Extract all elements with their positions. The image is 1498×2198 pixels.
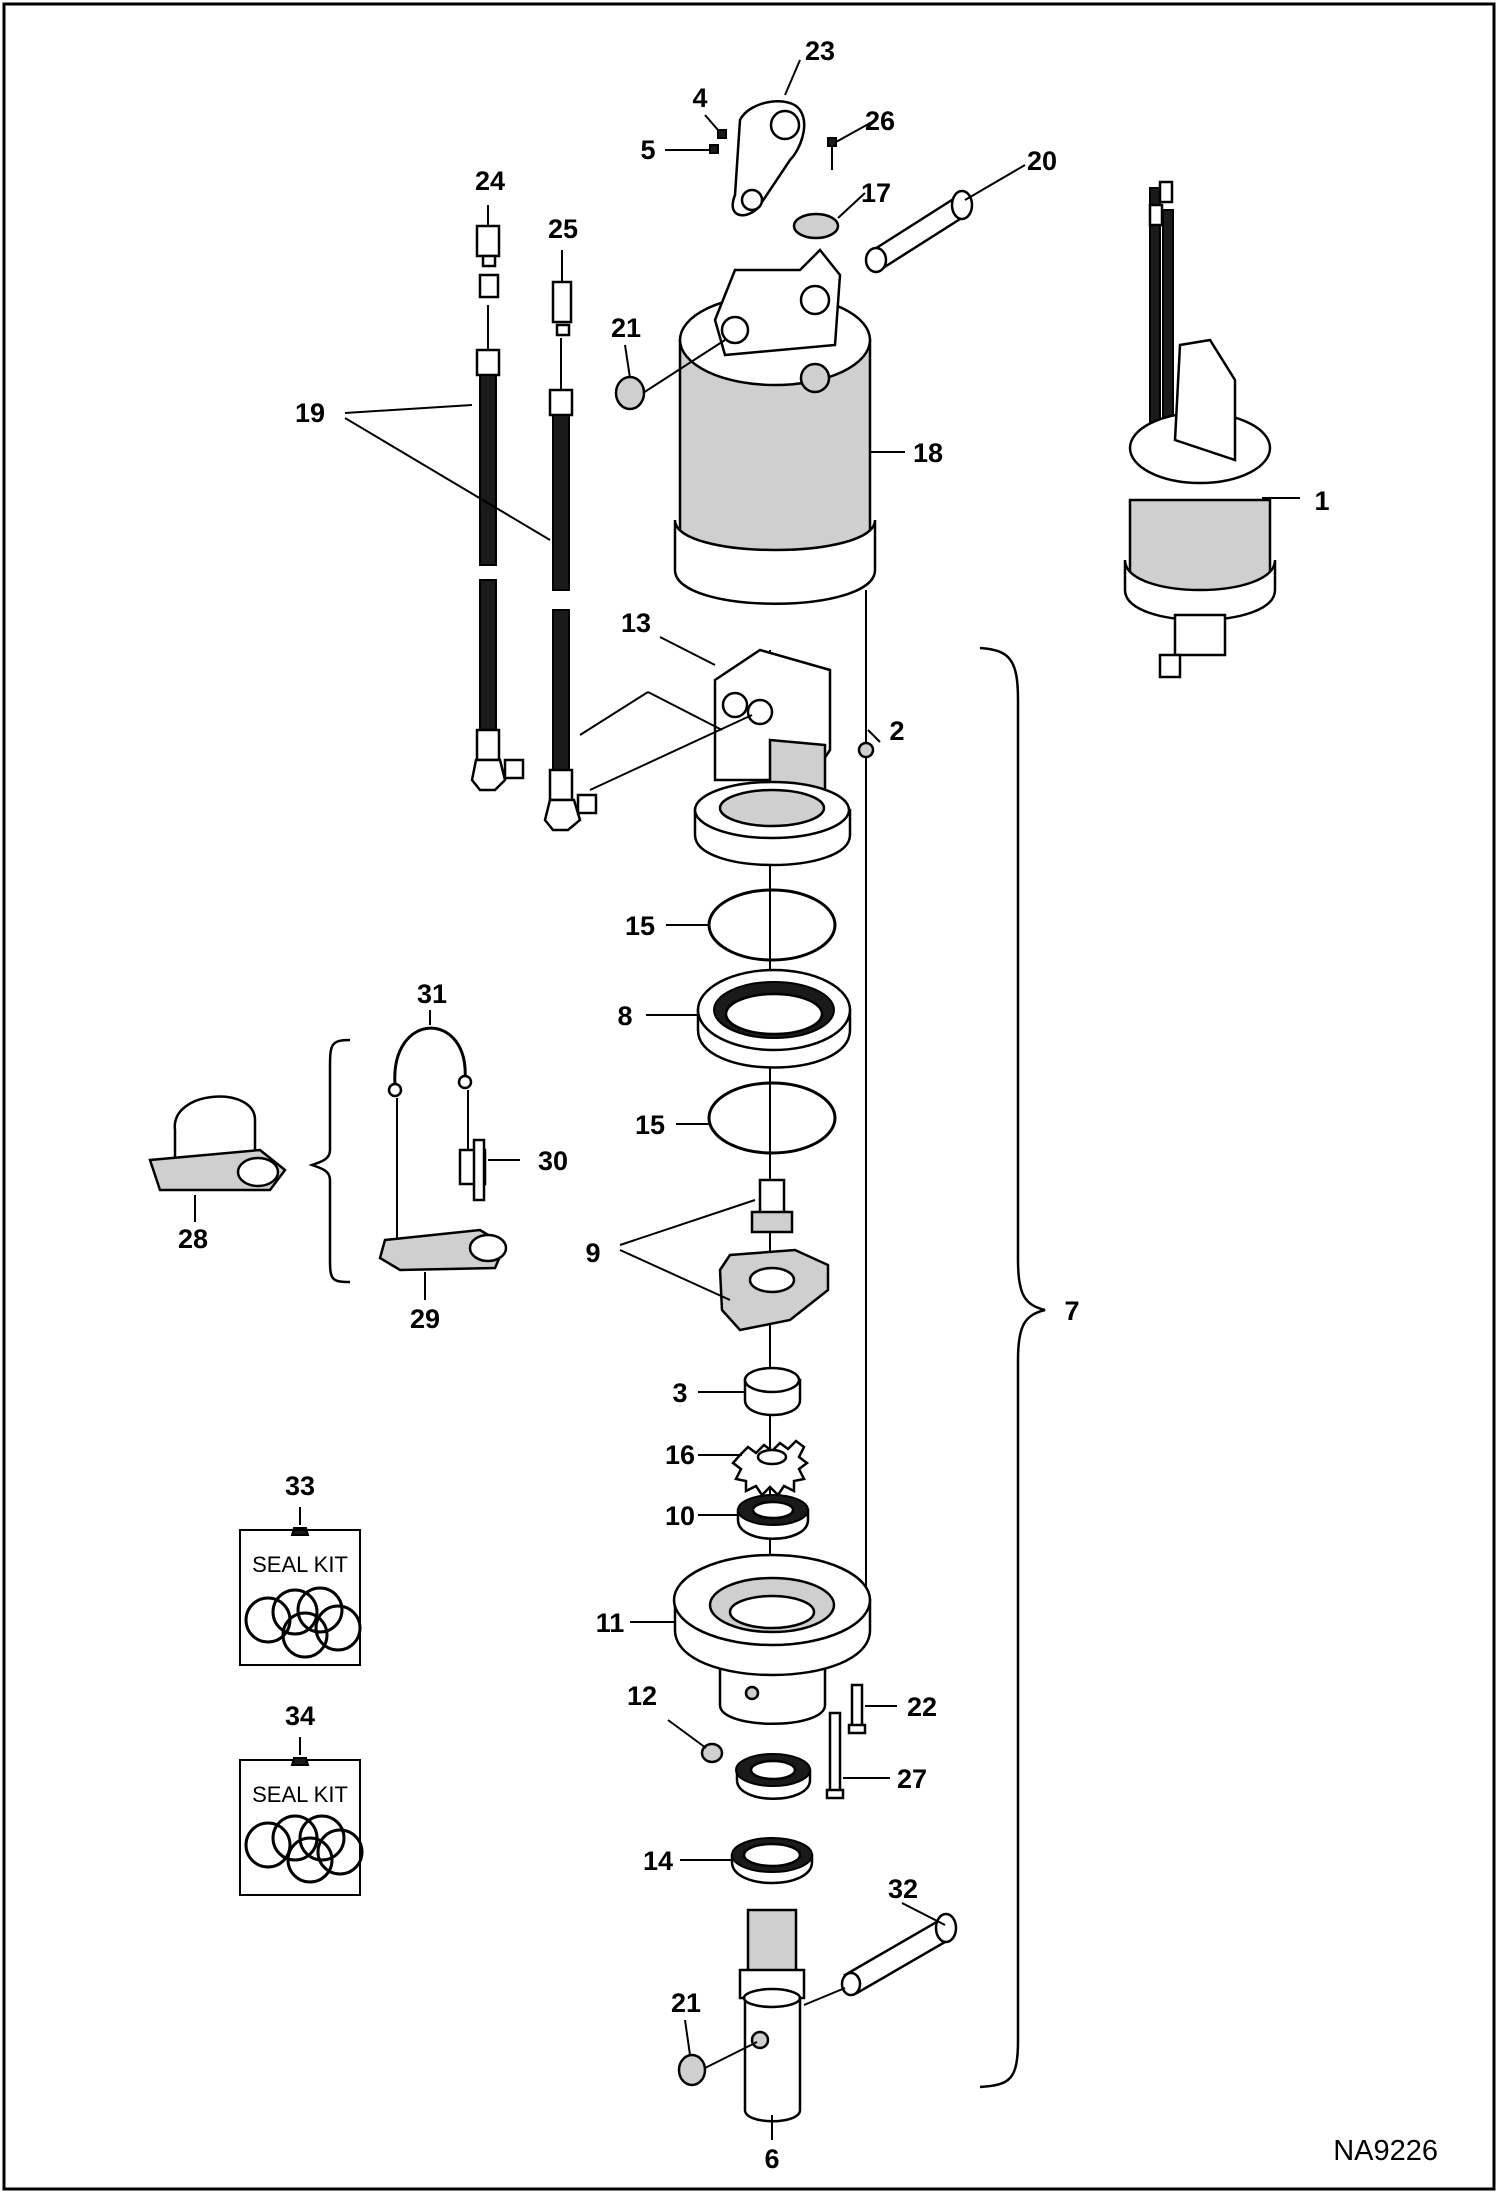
o-ring-upper <box>707 888 837 962</box>
bolt-part-27 <box>825 1711 845 1800</box>
callout-23: 23 <box>805 36 835 66</box>
callout-18: 18 <box>913 438 943 468</box>
callout-24: 24 <box>475 166 505 196</box>
leader-lines <box>487 59 1026 2140</box>
fitting-part-25 <box>551 280 573 337</box>
cover-part <box>792 212 840 240</box>
callout-33: 33 <box>285 1471 315 1501</box>
callout-9: 9 <box>585 1238 600 1268</box>
plug-part-lower <box>677 2053 707 2087</box>
callout-8: 8 <box>617 1001 632 1031</box>
callout-19: 19 <box>295 398 325 428</box>
hose-part-right <box>543 388 598 832</box>
seal-kit-33 <box>239 1507 362 1666</box>
motor-flange-part <box>693 780 852 867</box>
pin-part <box>864 189 974 274</box>
callout-11: 11 <box>596 1608 625 1638</box>
callout-32: 32 <box>888 1874 918 1904</box>
bracket-part-28 <box>148 1095 287 1192</box>
callout-30: 30 <box>538 1146 568 1176</box>
brace-assembly-7 <box>979 646 1046 2089</box>
lock-washer-part <box>731 1439 810 1497</box>
callout-27: 27 <box>897 1764 927 1794</box>
callout-7: 7 <box>1064 1296 1079 1326</box>
callout-12: 12 <box>627 1681 657 1711</box>
seal-kit-33-label: SEAL KIT <box>252 1552 348 1577</box>
seal-kit-34 <box>239 1737 364 1896</box>
callout-15-lower: 15 <box>635 1110 665 1140</box>
bearing-part-upper <box>736 1494 810 1540</box>
callout-28: 28 <box>178 1224 208 1254</box>
brace-bracket-group <box>308 1038 351 1284</box>
callout-21-upper: 21 <box>611 313 641 343</box>
o-ring-lower <box>707 1081 837 1155</box>
callout-22: 22 <box>907 1692 937 1722</box>
callout-1: 1 <box>1314 486 1329 516</box>
callout-34: 34 <box>285 1701 315 1731</box>
auger-assembly-part <box>1123 180 1277 679</box>
callout-31: 31 <box>417 979 447 1009</box>
callout-13: 13 <box>621 608 651 638</box>
plug-part-12 <box>700 1742 724 1764</box>
callout-21-lower: 21 <box>671 1988 701 2018</box>
bolt-part-22 <box>847 1683 867 1735</box>
plug-part-upper <box>614 375 646 411</box>
callout-6: 6 <box>764 2144 779 2174</box>
callout-4: 4 <box>692 83 707 113</box>
callout-2: 2 <box>889 716 904 746</box>
output-shaft-part <box>738 1908 806 2123</box>
callout-25: 25 <box>548 214 578 244</box>
bracket-part-30 <box>458 1138 487 1202</box>
callout-16: 16 <box>665 1440 695 1470</box>
seal-part <box>730 1837 814 1885</box>
bracket-part-31 <box>387 1026 473 1240</box>
bracket-part-29 <box>378 1228 508 1272</box>
nut-part <box>857 741 875 759</box>
ring-gear-part <box>696 968 852 1069</box>
fitting-part-24 <box>475 224 501 299</box>
planetary-part <box>718 1178 830 1332</box>
hub-part <box>672 1553 872 1725</box>
callout-26: 26 <box>865 106 895 136</box>
link-part <box>731 100 806 217</box>
callout-14: 14 <box>643 1846 673 1876</box>
seal-kit-34-label: SEAL KIT <box>252 1782 348 1807</box>
callout-3: 3 <box>672 1378 687 1408</box>
callout-10: 10 <box>665 1501 695 1531</box>
callout-20: 20 <box>1027 146 1057 176</box>
callout-5: 5 <box>640 135 655 165</box>
drive-housing-part <box>673 248 877 605</box>
callout-17: 17 <box>861 178 891 208</box>
bearing-part-lower <box>735 1753 812 1800</box>
callout-29: 29 <box>410 1304 440 1334</box>
shaft-pin-part <box>840 1912 958 1997</box>
drawing-code: NA9226 <box>1333 2135 1438 2167</box>
motor-part <box>713 648 832 812</box>
hose-part-left <box>470 348 525 792</box>
bushing-part <box>743 1366 802 1417</box>
callout-15-upper: 15 <box>625 911 655 941</box>
